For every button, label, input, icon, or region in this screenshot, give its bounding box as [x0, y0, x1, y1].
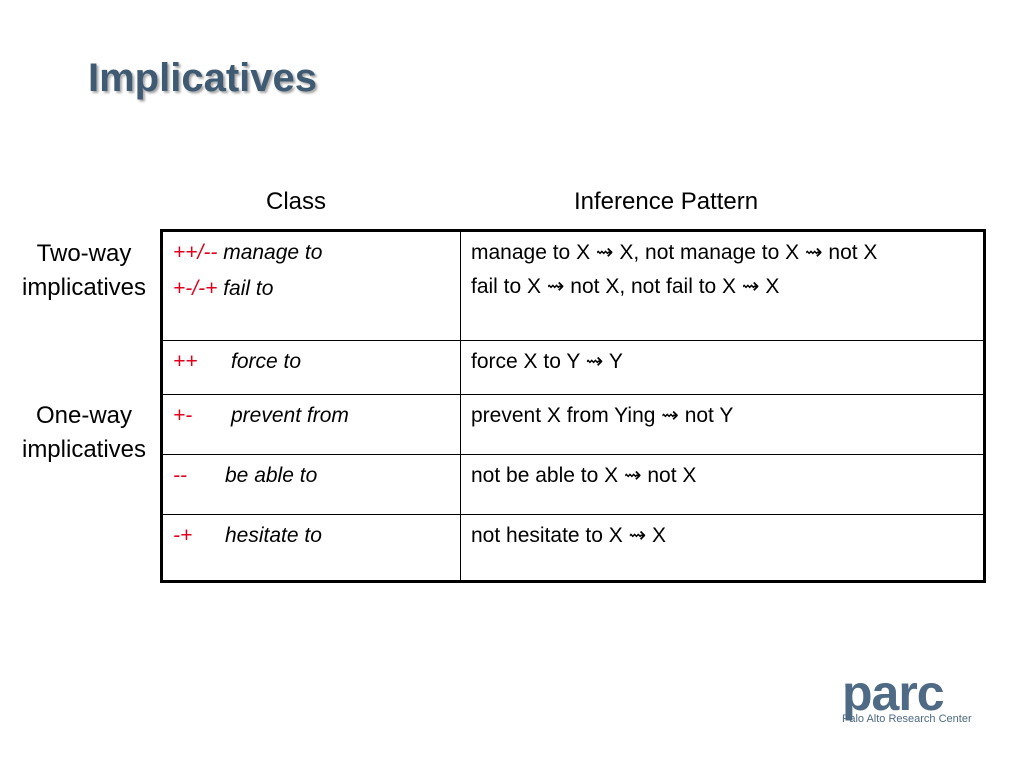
class-cell: +- prevent from — [161, 394, 461, 455]
inference-pattern: manage to X ⇝ X, not manage to X ⇝ not X — [471, 241, 878, 264]
inference-pattern: not hesitate to X ⇝ X — [471, 524, 667, 547]
inference-pattern: force X to Y ⇝ Y — [471, 350, 623, 373]
class-cell: ++ force to — [161, 340, 461, 395]
table-row: ++ force to force X to Y ⇝ Y — [161, 340, 985, 395]
inference-pattern: not be able to X ⇝ not X — [471, 464, 697, 487]
implicatives-table: ++/-- manage to +-/-+ fail to manage to … — [160, 229, 986, 583]
one-way-label: One-way implicatives — [8, 399, 160, 467]
implicative-verb: be able to — [225, 464, 318, 487]
class-cell: -+ hesitate to — [161, 514, 461, 582]
polarity-sign: +-/-+ — [173, 277, 218, 300]
table-row: ++/-- manage to +-/-+ fail to manage to … — [161, 230, 985, 341]
implicative-verb: fail to — [223, 277, 274, 300]
one-way-label-line2: implicatives — [21, 436, 147, 463]
logo-tagline: Palo Alto Research Center — [842, 713, 972, 725]
implicative-verb: prevent from — [231, 404, 349, 427]
slide-title: Implicatives — [88, 56, 318, 100]
implicative-verb: force to — [231, 350, 302, 373]
class-entry: ++/-- manage to — [173, 241, 450, 265]
polarity-sign: -+ — [173, 524, 193, 547]
polarity-sign: ++/-- — [173, 241, 218, 264]
polarity-sign: +- — [173, 404, 193, 427]
inference-column-header: Inference Pattern — [574, 188, 759, 215]
class-cell: ++/-- manage to +-/-+ fail to — [161, 230, 461, 341]
polarity-sign: -- — [173, 464, 187, 487]
pattern-cell: force X to Y ⇝ Y — [460, 340, 985, 395]
logo-wordmark: parc — [842, 665, 945, 721]
pattern-cell: not hesitate to X ⇝ X — [460, 514, 985, 582]
table-row: -- be able to not be able to X ⇝ not X — [161, 454, 985, 515]
two-way-label-line1: Two-way — [36, 240, 132, 267]
table-row: +- prevent from prevent X from Ying ⇝ not… — [161, 394, 985, 455]
implicative-verb: manage to — [223, 241, 323, 264]
pattern-cell: not be able to X ⇝ not X — [460, 454, 985, 515]
two-way-label-line2: implicatives — [21, 274, 147, 301]
implicative-verb: hesitate to — [225, 524, 322, 547]
one-way-label-line1: One-way — [35, 402, 133, 429]
pattern-cell: manage to X ⇝ X, not manage to X ⇝ not X… — [460, 230, 985, 341]
table-row: -+ hesitate to not hesitate to X ⇝ X — [161, 514, 985, 582]
inference-pattern: prevent X from Ying ⇝ not Y — [471, 404, 734, 427]
two-way-label: Two-way implicatives — [8, 237, 160, 305]
inference-pattern: fail to X ⇝ not X, not fail to X ⇝ X — [471, 275, 780, 298]
class-entry: +-/-+ fail to — [173, 277, 450, 301]
parc-logo: parc Palo Alto Research Center — [842, 668, 984, 728]
class-cell: -- be able to — [161, 454, 461, 515]
class-column-header: Class — [266, 188, 327, 215]
polarity-sign: ++ — [173, 350, 198, 373]
pattern-cell: prevent X from Ying ⇝ not Y — [460, 394, 985, 455]
